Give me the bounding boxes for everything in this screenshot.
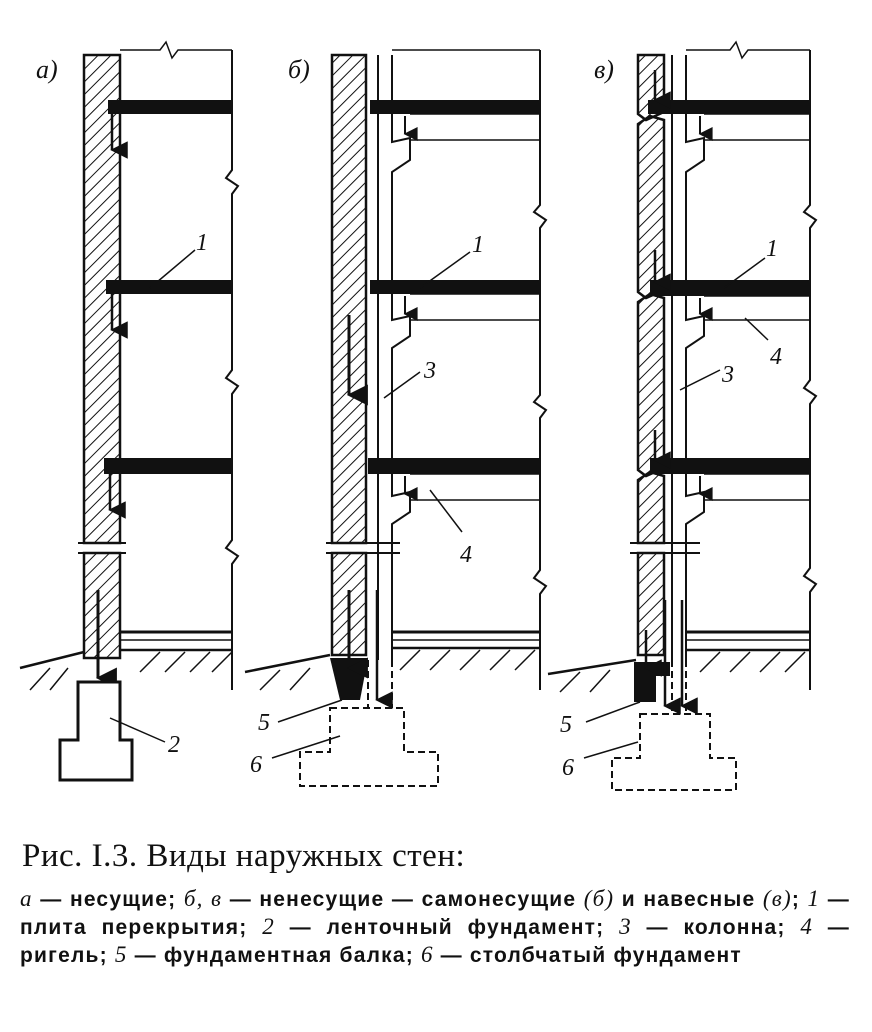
callout-3: 3	[423, 358, 436, 384]
column	[671, 55, 705, 660]
legend-key: 3	[619, 914, 632, 939]
legend-key: б, в	[183, 886, 223, 911]
legend-key: (в)	[762, 886, 792, 911]
caption-legend: а — несущие; б, в — ненесущие — самонесу…	[20, 885, 850, 969]
column-footing	[299, 707, 439, 787]
legend-key: 5	[114, 942, 128, 967]
legend-text: — несущие;	[32, 888, 184, 911]
panel-a: а) 1 2	[19, 40, 240, 782]
floor-slab	[106, 280, 232, 294]
legend-text: — колонна;	[631, 916, 801, 939]
floor-slab	[108, 100, 232, 114]
callout-2: 2	[168, 732, 180, 758]
callout-6: 6	[250, 752, 262, 778]
legend-text: ;	[791, 888, 808, 911]
panel-c: в)	[547, 40, 818, 791]
bearing-wall	[82, 53, 122, 545]
legend-text: — столбчатый фундамент	[433, 944, 742, 967]
legend-text: — ленточный фундамент;	[274, 916, 620, 939]
legend-key: 4	[800, 914, 814, 939]
callout-4: 4	[770, 344, 782, 370]
panel-a-letter: а)	[36, 55, 58, 84]
figure-caption: Рис. I.3. Виды наружных стен: а — несущи…	[20, 838, 850, 969]
column-footing	[611, 713, 737, 791]
callout-1: 1	[196, 230, 208, 256]
column	[377, 55, 411, 660]
legend-text: — ригель;	[20, 916, 850, 967]
caption-title: Рис. I.3. Виды наружных стен:	[22, 838, 466, 874]
bearing-wall-lower	[82, 551, 122, 660]
legend-text: — фундаментная балка;	[127, 944, 421, 967]
legend-key: (б)	[583, 886, 615, 911]
callout-5: 5	[258, 710, 270, 736]
panel-c-letter: в)	[594, 55, 614, 84]
callout-5: 5	[560, 712, 572, 738]
legend-key: 1	[807, 886, 821, 911]
legend-key: 6	[420, 942, 434, 967]
legend-text: — плита перекрытия;	[20, 888, 850, 939]
callout-3: 3	[721, 362, 734, 388]
strip-foundation	[58, 680, 134, 782]
self-bearing-wall	[330, 53, 368, 545]
curtain-wall-panel	[636, 114, 666, 300]
legend-text: и навесные	[614, 888, 763, 911]
foundation-beam	[634, 672, 656, 702]
panel-b-letter: б)	[288, 55, 310, 84]
callout-6: 6	[562, 755, 574, 781]
legend-text: — ненесущие — самонесущие	[222, 888, 584, 911]
callout-1: 1	[766, 236, 778, 262]
floor-slab	[104, 458, 232, 474]
callout-4: 4	[460, 542, 472, 568]
legend-key: 2	[262, 914, 275, 939]
legend-key: а	[20, 886, 33, 911]
panel-b: б) 1	[244, 49, 548, 787]
callout-1: 1	[472, 232, 484, 258]
wall-types-diagram: а) 1 2 б)	[19, 40, 818, 791]
curtain-wall-panel	[636, 292, 666, 478]
